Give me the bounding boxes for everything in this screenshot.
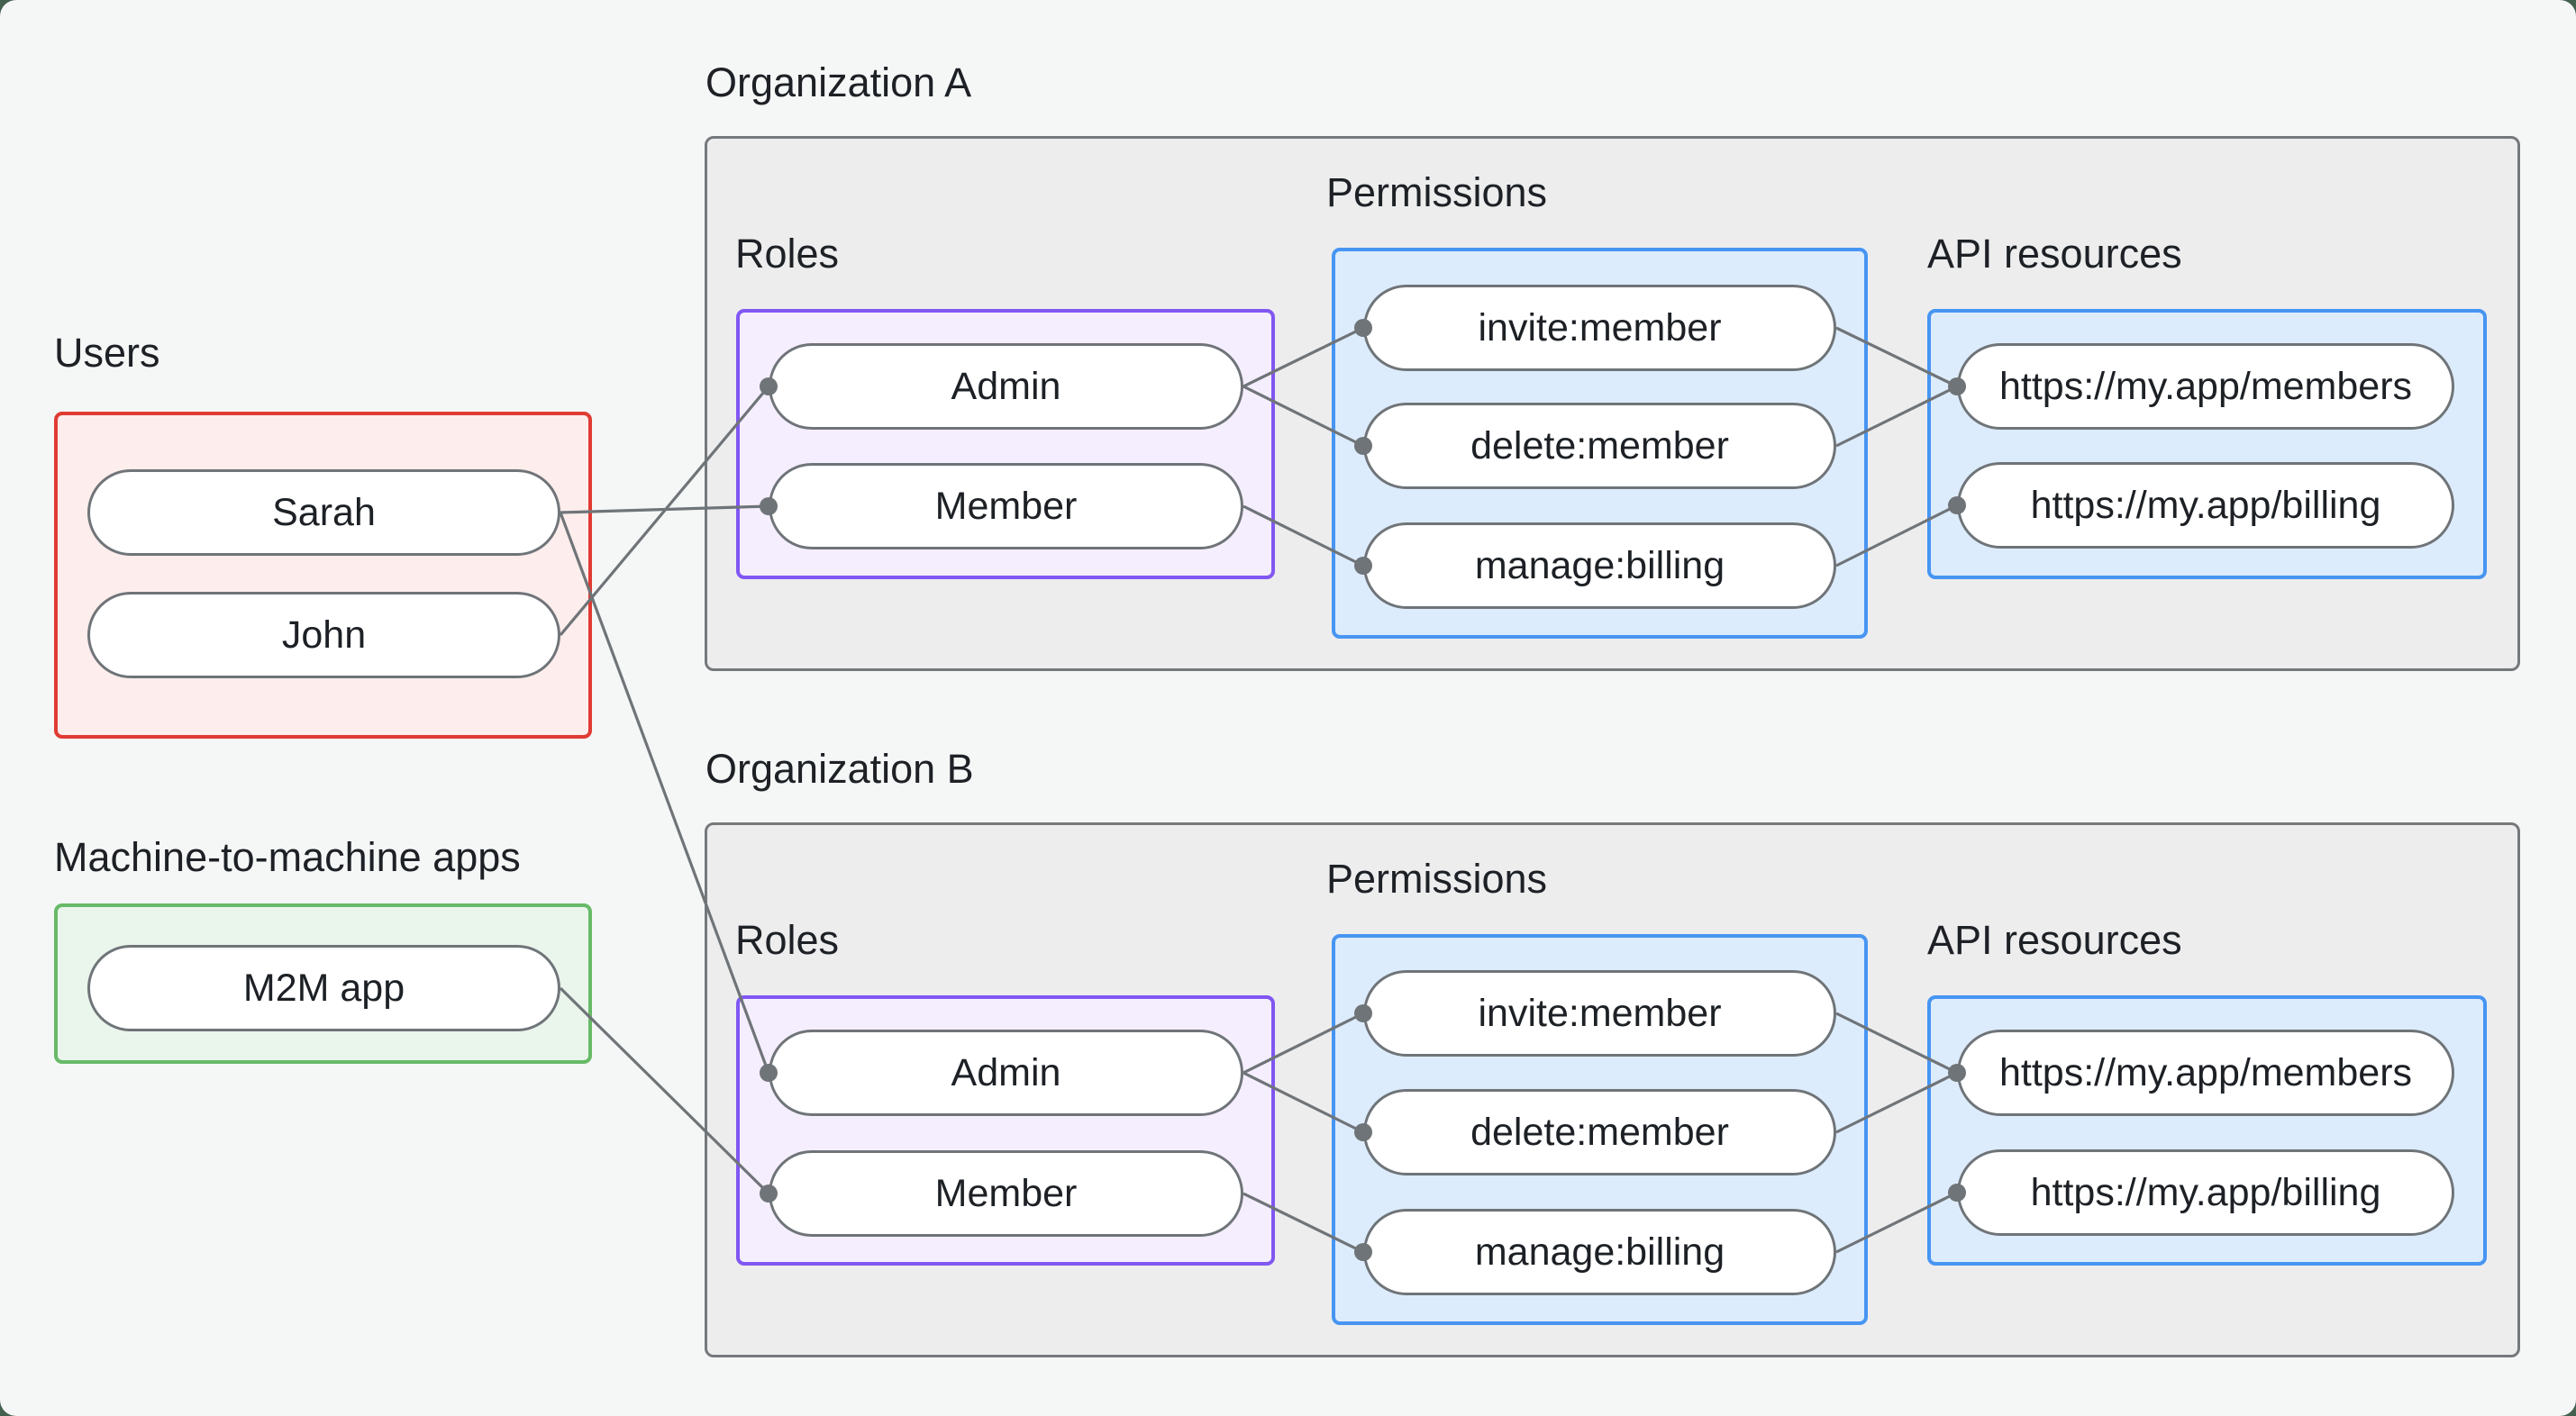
users-group-label: Users [54, 330, 160, 376]
node-org-b-member: Member [769, 1150, 1243, 1237]
node-org-a-manage-billing: manage:billing [1363, 522, 1836, 609]
node-org-a-delete-member: delete:member [1363, 403, 1836, 489]
node-org-b-admin: Admin [769, 1030, 1243, 1116]
node-m2m-app: M2M app [87, 945, 560, 1031]
node-org-a-admin: Admin [769, 343, 1243, 430]
org-b-api-resources-label: API resources [1927, 917, 2182, 963]
org-a-title: Organization A [705, 59, 972, 105]
node-org-b-invite-member: invite:member [1363, 970, 1836, 1057]
node-org-b-manage-billing: manage:billing [1363, 1209, 1836, 1295]
node-john: John [87, 592, 560, 678]
org-b-title: Organization B [705, 746, 974, 792]
node-org-a-invite-member: invite:member [1363, 285, 1836, 371]
org-b-permissions-label: Permissions [1326, 856, 1548, 902]
m2m-group-label: Machine-to-machine apps [54, 834, 521, 880]
org-a-roles-label: Roles [735, 231, 840, 277]
node-org-b-members-api: https://my.app/members [1957, 1030, 2454, 1116]
node-org-a-members-api: https://my.app/members [1957, 343, 2454, 430]
users-group-box [54, 412, 592, 739]
org-a-permissions-label: Permissions [1326, 169, 1548, 215]
org-b-roles-label: Roles [735, 917, 840, 963]
node-org-a-member: Member [769, 463, 1243, 549]
node-org-a-billing-api: https://my.app/billing [1957, 462, 2454, 549]
node-org-b-delete-member: delete:member [1363, 1089, 1836, 1175]
node-org-b-billing-api: https://my.app/billing [1957, 1149, 2454, 1236]
node-sarah: Sarah [87, 469, 560, 556]
org-a-api-resources-label: API resources [1927, 231, 2182, 277]
